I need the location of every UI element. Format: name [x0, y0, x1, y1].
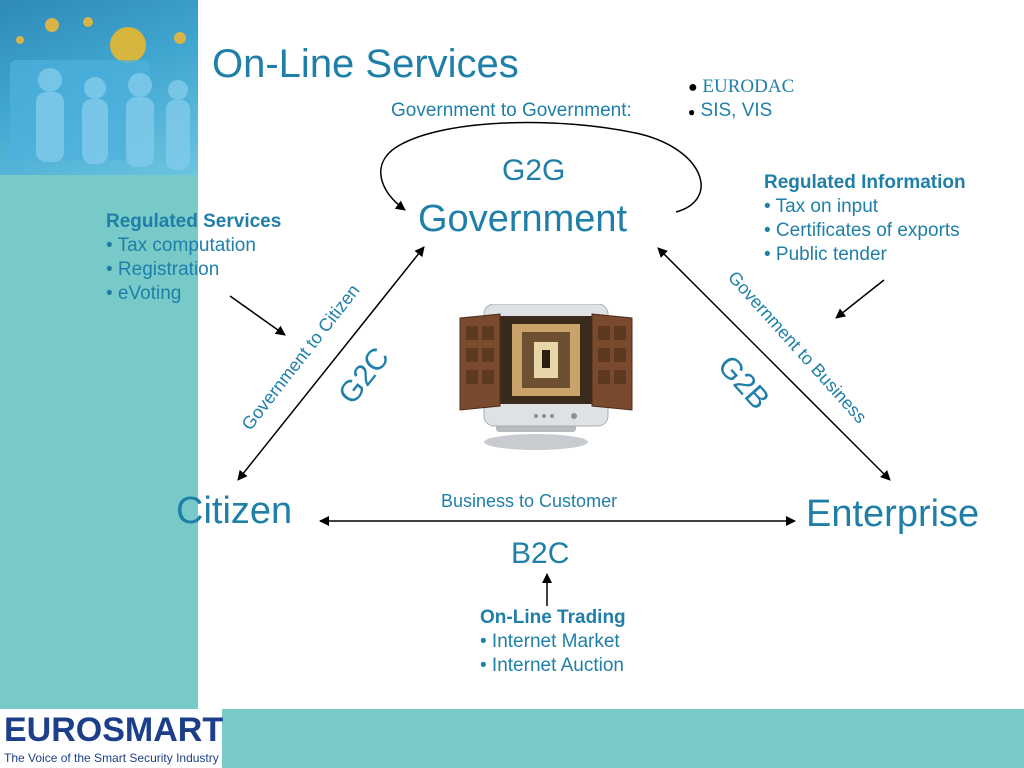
- corner-photo: [0, 0, 198, 175]
- list-item: • Internet Market: [480, 631, 620, 652]
- g2g-label: Government to Government:: [391, 100, 632, 121]
- regulated-information-heading: Regulated Information: [764, 172, 966, 193]
- g2c-arrow: [237, 246, 425, 481]
- regulated-services-block: Regulated Services • Tax computation • R…: [106, 210, 281, 306]
- g2b-arrow: [657, 247, 891, 481]
- node-government: Government: [418, 198, 628, 240]
- people-graphic: [10, 17, 190, 170]
- list-item: • Internet Auction: [480, 655, 624, 676]
- online-trading-heading: On-Line Trading: [480, 607, 626, 628]
- list-item: • Tax on input: [764, 196, 879, 217]
- list-item: • Tax computation: [106, 235, 256, 256]
- b2c-label: Business to Customer: [441, 491, 618, 511]
- b2c-abbr: B2C: [511, 537, 570, 570]
- logo-tagline: The Voice of the Smart Security Industry: [4, 751, 219, 765]
- node-enterprise: Enterprise: [806, 493, 980, 535]
- services-callout-arrow: [229, 295, 286, 336]
- list-item: • Certificates of exports: [764, 220, 960, 241]
- online-trading-block: On-Line Trading • Internet Market • Inte…: [480, 606, 626, 678]
- g2g-item-sis-vis: ● SIS, VIS: [688, 100, 773, 121]
- monitor-door-illustration: [459, 304, 633, 450]
- list-item: • Registration: [106, 259, 220, 280]
- regulated-information-block: Regulated Information • Tax on input • C…: [764, 171, 966, 267]
- g2g-loop-arrow: [380, 121, 702, 213]
- g2g-item-eurodac: ● EURODAC: [688, 76, 795, 97]
- logo: EUROSMART The Voice of the Smart Securit…: [0, 709, 224, 768]
- footer-bar: [222, 709, 1024, 768]
- node-citizen: Citizen: [176, 490, 293, 532]
- g2g-abbr: G2G: [502, 154, 566, 187]
- information-callout-arrow: [835, 279, 885, 319]
- list-item: • eVoting: [106, 283, 182, 304]
- list-item: • Public tender: [764, 244, 887, 265]
- regulated-services-heading: Regulated Services: [106, 211, 282, 232]
- page-title: On-Line Services: [212, 42, 519, 86]
- logo-wordmark: EUROSMART: [4, 711, 224, 749]
